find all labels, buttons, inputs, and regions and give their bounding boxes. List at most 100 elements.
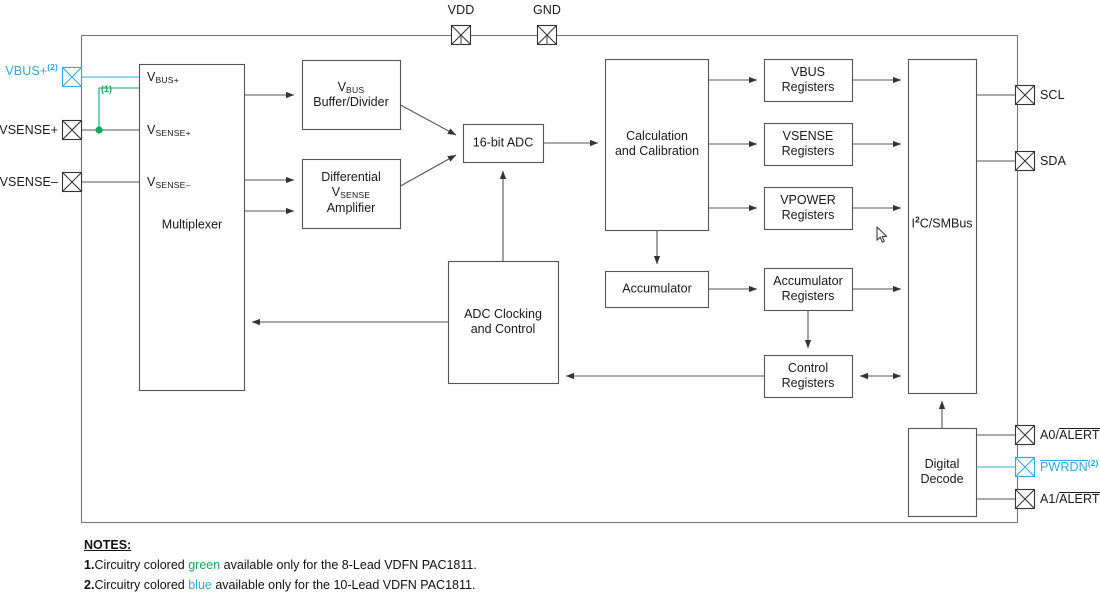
digital-decode-label: Digital Decode [920, 457, 963, 488]
a1-alert-overline: ALERT [1059, 492, 1100, 506]
vbus-buffer-line1: VBUS [313, 80, 389, 95]
i2c-suffix: C/SMBus [919, 216, 973, 231]
multiplexer-label: Multiplexer [161, 217, 223, 232]
accumulator-registers-line1: Accumulator [773, 273, 843, 288]
accumulator-box [604, 270, 710, 309]
pwrdn-pin-label: PWRDN(2) [1040, 458, 1099, 474]
mux-in-0-sub: BUS+ [155, 75, 179, 85]
note-2-number: 2. [84, 578, 95, 592]
note-item-1: 1.Circuitry colored green available only… [84, 558, 477, 572]
green-option-tap [98, 87, 140, 130]
notes-heading: NOTES: [84, 538, 132, 552]
vbus-buffer-line2: Buffer/Divider [313, 95, 389, 109]
vpower-registers-label: VPOWER Registers [780, 193, 836, 224]
vbus-plus-pin-label: VBUS+(2) [5, 62, 58, 78]
control-registers-box [763, 354, 854, 399]
vbus-buffer-label: VBUS Buffer/Divider [313, 80, 389, 111]
note-2-pre: Circuitry colored [94, 578, 189, 592]
pwrdn-pin-symbol [1014, 456, 1036, 478]
accumulator-registers-line2: Registers [781, 289, 835, 303]
mux-in-0-base: V [147, 70, 156, 84]
diff-amp-label: Differential VSENSE Amplifier [321, 170, 381, 216]
diff-amp-line3: Amplifier [326, 200, 376, 215]
mux-in-2-sub: SENSE– [155, 180, 191, 190]
vbus-registers-label: VBUS Registers [782, 65, 835, 96]
note-1-color-word: green [188, 558, 221, 572]
vbus-plus-pin-symbol [61, 66, 83, 88]
vsense-registers-label: VSENSE Registers [782, 129, 835, 160]
accumulator-registers-label: Accumulator Registers [773, 274, 842, 305]
vbus-buffer-line1-base: V [337, 79, 347, 94]
scl-pin-label: SCL [1040, 88, 1065, 102]
digital-decode-box [907, 427, 978, 518]
mux-in-1-base: V [147, 123, 156, 137]
diff-amp-line2-sub: SENSE [340, 190, 371, 201]
a0-alert-pin-symbol [1014, 424, 1036, 446]
vdd-pin-symbol [450, 24, 472, 46]
adc-clocking-line1: ADC Clocking [464, 306, 542, 321]
vpower-registers-line2: Registers [781, 208, 835, 222]
adc-clocking-label: ADC Clocking and Control [464, 307, 542, 338]
calc-line2: and Calibration [614, 144, 700, 158]
mux-in-1-sub: SENSE+ [155, 128, 191, 138]
mux-in-2-base: V [147, 175, 156, 189]
diff-amp-box [301, 158, 402, 230]
vbus-plus-pin-note: (2) [47, 62, 58, 72]
diff-amp-line2: VSENSE [321, 185, 381, 200]
scl-pin-symbol [1014, 84, 1036, 106]
diff-amp-line2-base: V [331, 185, 341, 200]
i2c-prefix: I [911, 216, 915, 231]
vsense-plus-pin-symbol [61, 119, 83, 141]
control-registers-line1: Control [787, 360, 829, 375]
calc-label: Calculation and Calibration [615, 129, 699, 160]
vsense-registers-line2: Registers [781, 144, 835, 158]
digital-decode-line2: Decode [920, 472, 964, 486]
vbus-registers-box [763, 58, 854, 103]
vbus-buffer-line1-sub: BUS [346, 84, 365, 95]
sda-pin-symbol [1014, 150, 1036, 172]
control-registers-label: Control Registers [782, 361, 835, 392]
vpower-registers-line1: VPOWER [780, 192, 836, 207]
mux-input-vbus-plus-label: VBUS+ [147, 70, 179, 85]
note-2-post: available only for the 10-Lead VDFN PAC1… [211, 578, 476, 592]
vbus-buffer-box [301, 59, 402, 131]
vsense-registers-line1: VSENSE [782, 128, 834, 143]
note-1-pre: Circuitry colored [94, 558, 189, 572]
digital-decode-line1: Digital [924, 456, 960, 471]
mux-input-vsense-plus-label: VSENSE+ [147, 123, 191, 138]
vbus-plus-pin-text: VBUS+ [5, 64, 48, 78]
adc-label: 16-bit ADC [472, 135, 534, 150]
adc-clocking-line2: and Control [470, 322, 536, 336]
vbus-registers-line1: VBUS [790, 64, 826, 79]
control-registers-line2: Registers [781, 376, 835, 390]
vsense-plus-pin-label: VSENSE+ [0, 123, 58, 137]
wire-diffamp-to-adc [400, 154, 457, 187]
i2c-smbus-box [907, 58, 978, 395]
vpower-registers-box [763, 186, 854, 231]
note-item-2: 2.Circuitry colored blue available only … [84, 578, 475, 592]
a1-alert-pin-symbol [1014, 488, 1036, 510]
a0-alert-overline: ALERT [1059, 428, 1100, 442]
multiplexer-box [138, 63, 246, 392]
vsense-minus-pin-label: VSENSE– [0, 175, 58, 189]
i2c-smbus-label: I2C/SMBus [911, 214, 973, 231]
green-tap-node [95, 126, 103, 134]
green-tap-note: (1) [101, 84, 112, 94]
adc-box [462, 123, 545, 164]
a1-alert-pin-label: A1/ALERT [1040, 492, 1100, 506]
mux-input-vsense-minus-label: VSENSE– [147, 175, 191, 190]
a0-alert-pin-label: A0/ALERT [1040, 428, 1100, 442]
gnd-pin-symbol [536, 24, 558, 46]
vsense-registers-box [763, 122, 854, 167]
vsense-minus-pin-symbol [61, 171, 83, 193]
pwrdn-note: (2) [1087, 458, 1099, 468]
wire-vbus-buffer-to-adc [400, 104, 457, 136]
sda-pin-label: SDA [1040, 154, 1067, 168]
gnd-pin-label: GND [532, 3, 562, 17]
vdd-pin-label: VDD [447, 3, 475, 17]
a0-prefix: A0/ [1040, 428, 1060, 442]
a1-prefix: A1/ [1040, 492, 1060, 506]
calc-box [604, 58, 710, 232]
